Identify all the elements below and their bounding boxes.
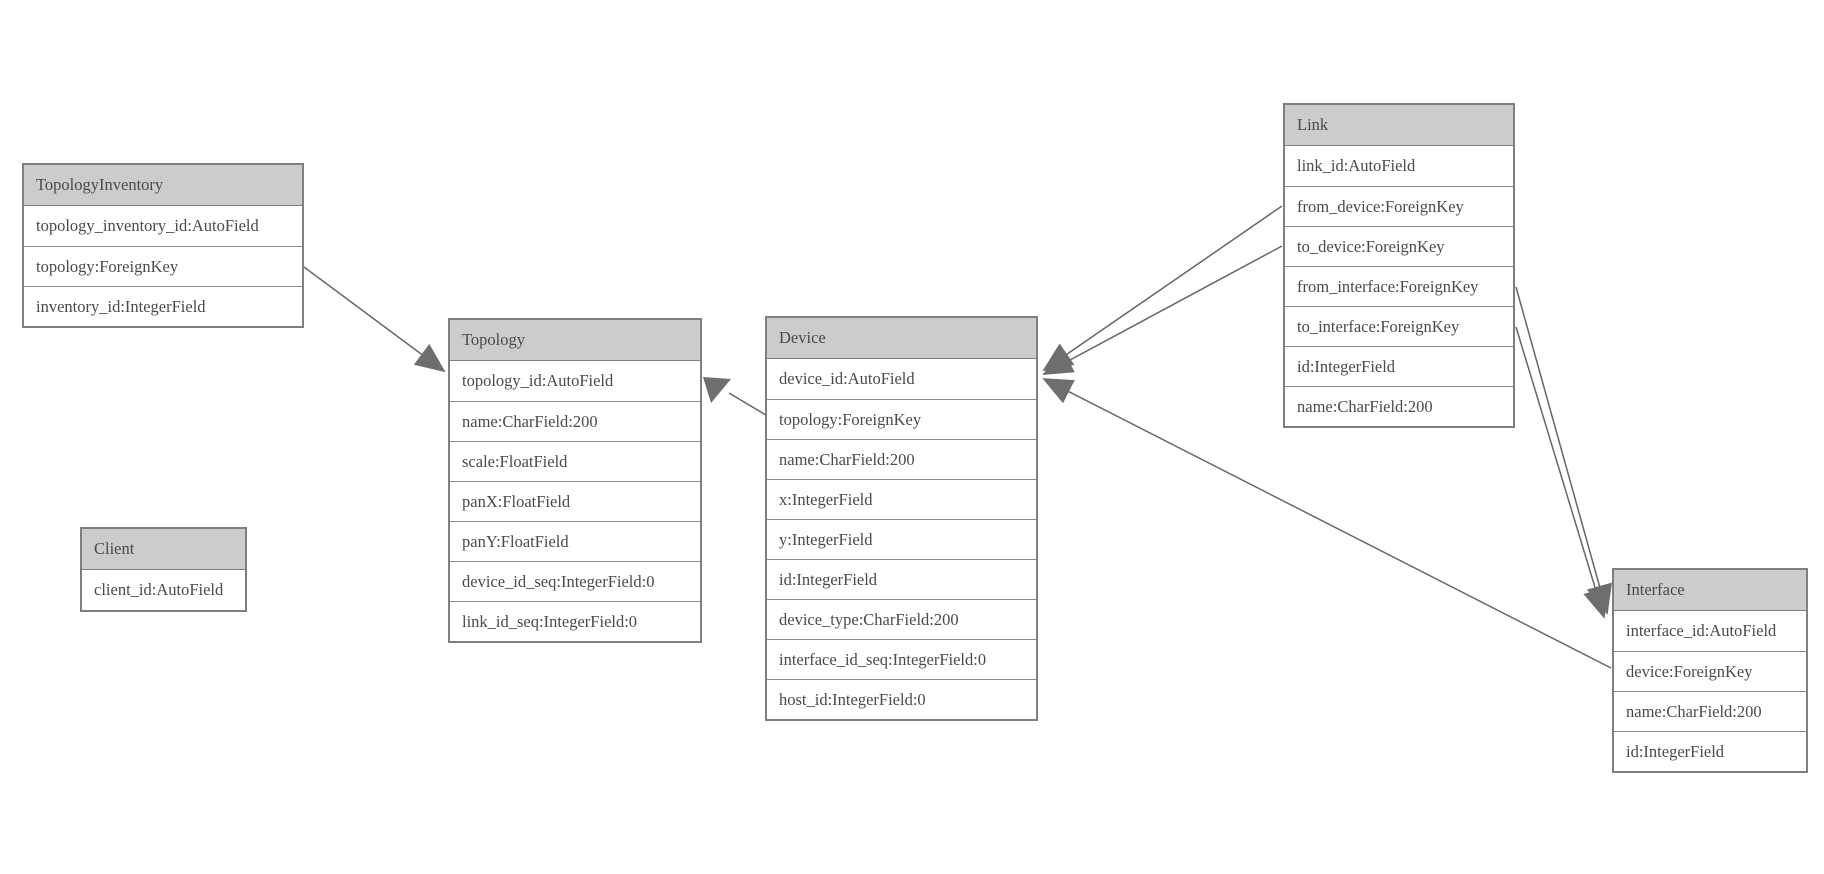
entity-field-row: link_id:AutoField <box>1285 146 1513 186</box>
entity-field-row: link_id_seq:IntegerField:0 <box>450 601 700 641</box>
entity-topologyinventory[interactable]: TopologyInventory topology_inventory_id:… <box>22 163 304 328</box>
entity-field-row: panY:FloatField <box>450 521 700 561</box>
entity-title-client: Client <box>82 529 245 570</box>
connector-device-to-topology-arrowhead <box>703 377 731 403</box>
entity-client[interactable]: Client client_id:AutoField <box>80 527 247 612</box>
entity-field-row: topology:ForeignKey <box>24 246 302 286</box>
entity-field-row: topology_id:AutoField <box>450 361 700 401</box>
connector-link-frominterface-to-interface <box>1515 286 1612 615</box>
entity-field-row: scale:FloatField <box>450 441 700 481</box>
entity-field-row: id:IntegerField <box>1614 731 1806 771</box>
entity-link[interactable]: Link link_id:AutoField from_device:Forei… <box>1283 103 1515 428</box>
entity-field-row: id:IntegerField <box>767 559 1036 599</box>
entity-device[interactable]: Device device_id:AutoField topology:Fore… <box>765 316 1038 721</box>
entity-field-row: host_id:IntegerField:0 <box>767 679 1036 719</box>
entity-field-row: name:CharField:200 <box>1285 386 1513 426</box>
connector-link-fromdevice-to-device <box>1042 205 1283 372</box>
connector-link-todevice-to-device <box>1042 245 1283 375</box>
entity-field-row: panX:FloatField <box>450 481 700 521</box>
entity-field-row: inventory_id:IntegerField <box>24 286 302 326</box>
entity-field-row: interface_id:AutoField <box>1614 611 1806 651</box>
entity-field-row: name:CharField:200 <box>1614 691 1806 731</box>
connector-topologyinventory-to-topology <box>303 266 446 373</box>
entity-field-row: x:IntegerField <box>767 479 1036 519</box>
entity-field-row: topology_inventory_id:AutoField <box>24 206 302 246</box>
connector-interface-device-to-device <box>1042 378 1612 669</box>
entity-field-row: interface_id_seq:IntegerField:0 <box>767 639 1036 679</box>
entity-field-row: to_interface:ForeignKey <box>1285 306 1513 346</box>
entity-topology[interactable]: Topology topology_id:AutoField name:Char… <box>448 318 702 643</box>
entity-field-row: from_device:ForeignKey <box>1285 186 1513 226</box>
entity-title-topology: Topology <box>450 320 700 361</box>
entity-field-row: client_id:AutoField <box>82 570 245 610</box>
entity-field-row: name:CharField:200 <box>767 439 1036 479</box>
entity-title-device: Device <box>767 318 1036 359</box>
entity-field-row: device_id:AutoField <box>767 359 1036 399</box>
entity-field-row: y:IntegerField <box>767 519 1036 559</box>
connector-device-to-topology <box>728 392 767 416</box>
entity-field-row: name:CharField:200 <box>450 401 700 441</box>
connector-link-tointerface-to-interface <box>1515 326 1609 619</box>
entity-field-row: topology:ForeignKey <box>767 399 1036 439</box>
entity-field-row: device_id_seq:IntegerField:0 <box>450 561 700 601</box>
entity-interface[interactable]: Interface interface_id:AutoField device:… <box>1612 568 1808 773</box>
entity-title-topologyinventory: TopologyInventory <box>24 165 302 206</box>
entity-field-row: device_type:CharField:200 <box>767 599 1036 639</box>
entity-field-row: to_device:ForeignKey <box>1285 226 1513 266</box>
entity-field-row: id:IntegerField <box>1285 346 1513 386</box>
entity-title-interface: Interface <box>1614 570 1806 611</box>
entity-field-row: from_interface:ForeignKey <box>1285 266 1513 306</box>
entity-field-row: device:ForeignKey <box>1614 651 1806 691</box>
entity-title-link: Link <box>1285 105 1513 146</box>
